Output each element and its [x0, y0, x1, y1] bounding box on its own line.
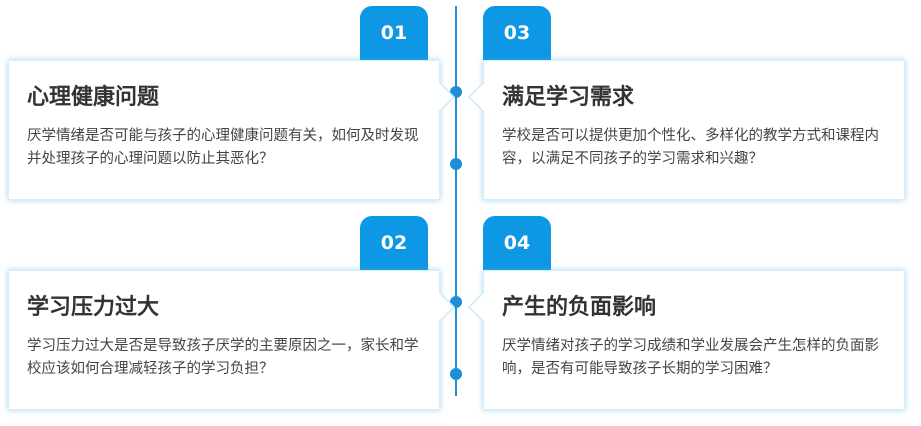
- item-description: 学校是否可以提供更加个性化、多样化的教学方式和课程内容，以满足不同孩子的学习需求…: [502, 128, 879, 167]
- item-number-tab: 02: [360, 216, 428, 270]
- item-card-01: 心理健康问题 厌学情绪是否可能与孩子的心理健康问题有关，如何及时发现并处理孩子的…: [8, 60, 455, 200]
- card-pointer: [470, 293, 484, 321]
- item-description: 厌学情绪是否可能与孩子的心理健康问题有关，如何及时发现并处理孩子的心理问题以防止…: [27, 128, 419, 167]
- card-pointer: [470, 83, 484, 111]
- item-title: 心理健康问题: [27, 85, 160, 110]
- item-card-04: 产生的负面影响 厌学情绪对孩子的学习成绩和学业发展会产生怎样的负面影响，是否有可…: [468, 270, 905, 410]
- item-description: 厌学情绪对孩子的学习成绩和学业发展会产生怎样的负面影响，是否有可能导致孩子长期的…: [502, 338, 879, 377]
- timeline-dot: [450, 368, 462, 380]
- item-number-tab: 03: [483, 6, 551, 60]
- card-pointer: [439, 293, 453, 321]
- item-description: 学习压力过大是否是导致孩子厌学的主要原因之一，家长和学校应该如何合理减轻孩子的学…: [27, 338, 419, 377]
- card-pointer: [439, 83, 453, 111]
- item-card-02: 学习压力过大 学习压力过大是否是导致孩子厌学的主要原因之一，家长和学校应该如何合…: [8, 270, 455, 410]
- item-title: 满足学习需求: [502, 85, 635, 110]
- item-card-03: 满足学习需求 学校是否可以提供更加个性化、多样化的教学方式和课程内容，以满足不同…: [468, 60, 905, 200]
- timeline-line: [455, 6, 457, 396]
- item-number-tab: 04: [483, 216, 551, 270]
- timeline-dot: [450, 158, 462, 170]
- item-number-tab: 01: [360, 6, 428, 60]
- item-title: 学习压力过大: [27, 295, 160, 320]
- item-title: 产生的负面影响: [502, 295, 657, 320]
